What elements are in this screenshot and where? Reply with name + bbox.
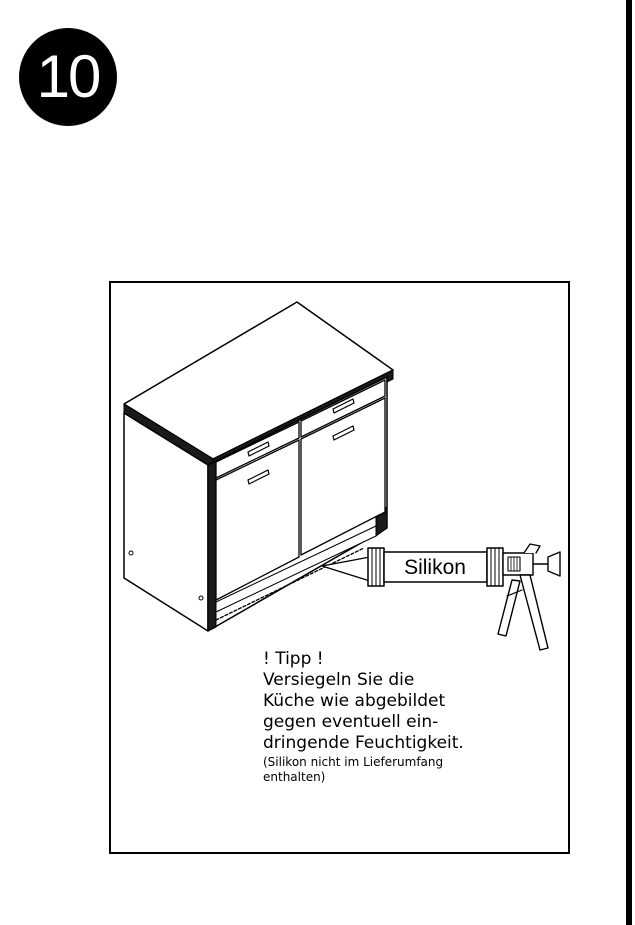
tip-line-1: Versiegeln Sie die (263, 670, 415, 690)
tip-text-block: ! Tipp ! Versiegeln Sie die Küche wie ab… (263, 649, 464, 785)
tip-note-line-2: enthalten) (263, 770, 326, 784)
silicone-gun-icon (321, 543, 561, 651)
illustration-frame (109, 281, 570, 854)
tip-line-4: dringende Feuchtigkeit. (263, 733, 464, 753)
tip-heading: ! Tipp ! (263, 649, 324, 669)
base-cabinet-icon (123, 301, 394, 632)
tip-line-3: gegen eventuell ein- (263, 712, 439, 732)
page-edge-bar (626, 0, 632, 925)
silikon-label: Silikon (404, 556, 466, 579)
step-number: 10 (36, 43, 102, 110)
step-number-badge: 10 (19, 28, 117, 126)
tip-note-line-1: (Silikon nicht im Lieferumfang (263, 755, 444, 769)
tip-line-2: Küche wie abgebildet (263, 691, 446, 711)
